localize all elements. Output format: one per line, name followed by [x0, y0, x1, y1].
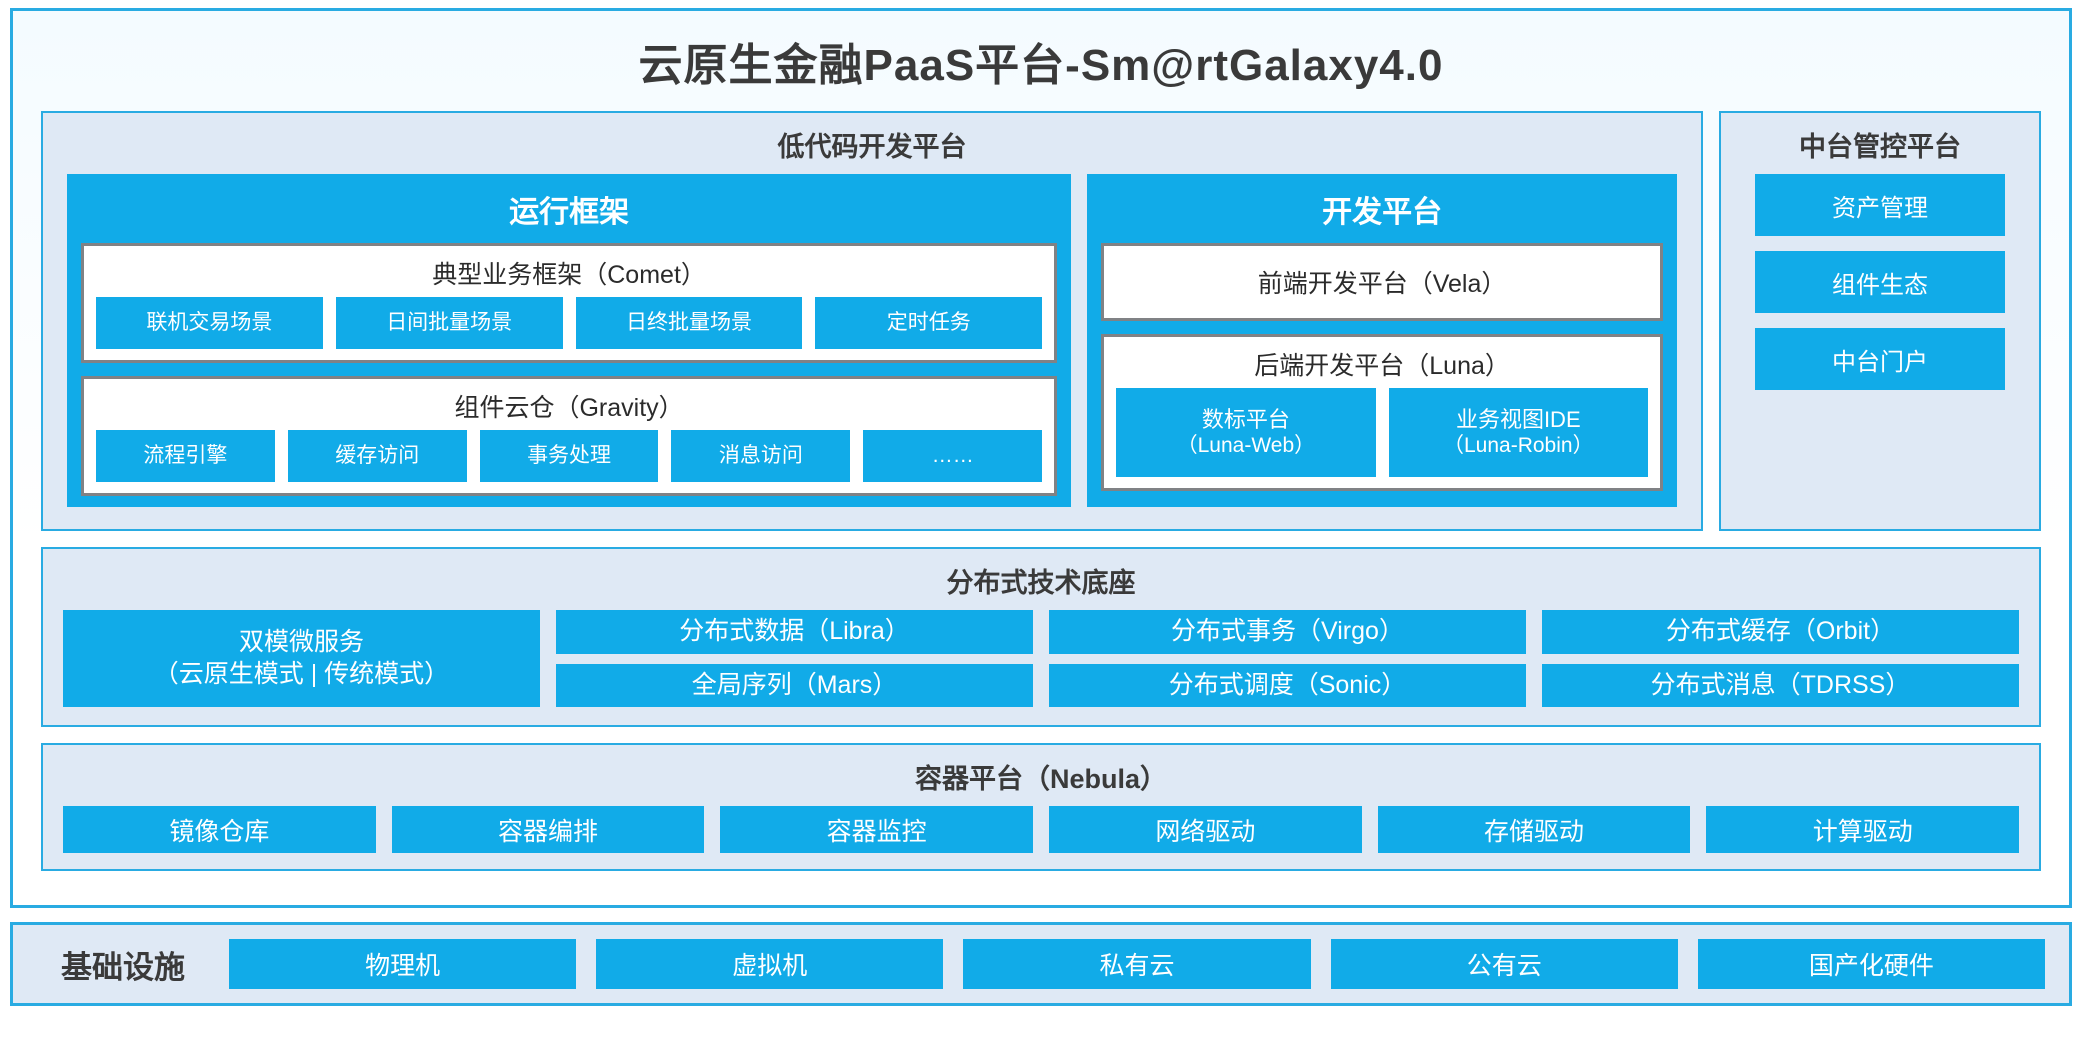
runtime-framework-body: 典型业务框架（Comet） 联机交易场景 日间批量场景 日终批量场景 定时任务 …: [81, 243, 1058, 496]
midoffice-platform-title: 中台管控平台: [1799, 132, 1961, 162]
dist-chip[interactable]: 分布式调度（Sonic）: [1049, 663, 1526, 707]
luna-chip-code: （Luna-Robin）: [1442, 434, 1594, 458]
comet-chip[interactable]: 日终批量场景: [575, 297, 803, 349]
gravity-chip[interactable]: 流程引擎: [96, 430, 275, 482]
midoffice-chip[interactable]: 资产管理: [1755, 174, 2005, 236]
distributed-col-microservice: 双模微服务 （云原生模式 | 传统模式）: [63, 610, 540, 707]
page-title: 云原生金融PaaS平台-Sm@rtGalaxy4.0: [638, 41, 1444, 90]
development-platform-body: 前端开发平台（Vela） 后端开发平台（Luna） 数标平台 （Luna-Web…: [1101, 243, 1663, 491]
luna-chip[interactable]: 数标平台 （Luna-Web）: [1116, 388, 1376, 477]
container-chip[interactable]: 存储驱动: [1377, 806, 1691, 853]
lowcode-platform-title: 低代码开发平台: [777, 132, 967, 162]
comet-chip[interactable]: 定时任务: [815, 297, 1043, 349]
luna-chip-name: 数标平台: [1201, 406, 1290, 432]
luna-chip-row: 数标平台 （Luna-Web） 业务视图IDE （Luna-Robin）: [1104, 388, 1660, 488]
gravity-group-title: 组件云仓（Gravity）: [454, 394, 684, 422]
infrastructure-chip[interactable]: 国产化硬件: [1697, 939, 2046, 989]
container-chip[interactable]: 计算驱动: [1706, 806, 2020, 853]
dist-chip[interactable]: 分布式数据（Libra）: [556, 610, 1033, 654]
distributed-col-4: 分布式缓存（Orbit） 分布式消息（TDRSS）: [1542, 610, 2019, 707]
dist-chip-line2: （云原生模式 | 传统模式）: [153, 659, 450, 688]
runtime-framework-card: 运行框架 典型业务框架（Comet） 联机交易场景 日间批量场景 日终批量场景 …: [67, 174, 1072, 507]
infrastructure-chip[interactable]: 私有云: [963, 939, 1311, 989]
development-platform-title: 开发平台: [1322, 196, 1443, 229]
gravity-chip-row: 流程引擎 缓存访问 事务处理 消息访问 ……: [84, 430, 1054, 493]
luna-chip-code: （Luna-Web）: [1176, 434, 1316, 458]
dist-chip-microservice[interactable]: 双模微服务 （云原生模式 | 传统模式）: [63, 610, 540, 707]
dist-chip[interactable]: 分布式事务（Virgo）: [1049, 610, 1526, 654]
container-platform-panel: 容器平台（Nebula） 镜像仓库 容器编排 容器监控 网络驱动 存储驱动 计算…: [41, 743, 2041, 871]
infrastructure-chip[interactable]: 物理机: [229, 939, 577, 989]
luna-group-title: 后端开发平台（Luna）: [1254, 352, 1510, 380]
vela-group-title: 前端开发平台（Vela）: [1257, 270, 1507, 298]
midoffice-platform-body: 资产管理 组件生态 中台门户: [1721, 174, 2039, 529]
infrastructure-chip[interactable]: 公有云: [1330, 939, 1678, 989]
distributed-col-2: 分布式数据（Libra） 全局序列（Mars）: [556, 610, 1033, 707]
comet-group-title: 典型业务框架（Comet）: [432, 261, 706, 289]
infrastructure-label: 基础设施: [61, 949, 185, 985]
luna-chip[interactable]: 业务视图IDE （Luna-Robin）: [1388, 388, 1648, 477]
lowcode-platform-panel: 低代码开发平台 运行框架 典型业务框架（Comet） 联机交易场景 日间批量场景: [41, 111, 1703, 531]
main-architecture-frame: 云原生金融PaaS平台-Sm@rtGalaxy4.0 低代码开发平台 运行框架 …: [10, 8, 2072, 908]
comet-chip[interactable]: 联机交易场景: [96, 297, 323, 349]
infrastructure-chip[interactable]: 虚拟机: [596, 939, 944, 989]
distributed-base-body: 双模微服务 （云原生模式 | 传统模式） 分布式数据（Libra） 全局序列（M…: [43, 610, 2039, 725]
midoffice-platform-panel: 中台管控平台 资产管理 组件生态 中台门户: [1719, 111, 2041, 531]
vela-group: 前端开发平台（Vela）: [1101, 243, 1663, 321]
gravity-chip-more[interactable]: ……: [863, 430, 1043, 482]
midoffice-chip[interactable]: 中台门户: [1755, 328, 2005, 390]
luna-group: 后端开发平台（Luna） 数标平台 （Luna-Web）: [1101, 334, 1663, 491]
container-chip[interactable]: 容器编排: [391, 806, 705, 853]
dist-chip-line1: 双模微服务: [238, 628, 364, 657]
top-row: 低代码开发平台 运行框架 典型业务框架（Comet） 联机交易场景 日间批量场景: [41, 111, 2041, 531]
gravity-group: 组件云仓（Gravity） 流程引擎 缓存访问 事务处理 消息访问 ……: [81, 376, 1058, 496]
development-platform-card: 开发平台 前端开发平台（Vela） 后端开发平台（Luna）: [1087, 174, 1677, 507]
dist-chip[interactable]: 全局序列（Mars）: [556, 663, 1033, 707]
distributed-col-3: 分布式事务（Virgo） 分布式调度（Sonic）: [1049, 610, 1526, 707]
luna-chip-name: 业务视图IDE: [1455, 406, 1581, 432]
midoffice-chip[interactable]: 组件生态: [1755, 251, 2005, 313]
infrastructure-panel: 基础设施 物理机 虚拟机 私有云 公有云 国产化硬件: [10, 922, 2072, 1006]
distributed-base-panel: 分布式技术底座 双模微服务 （云原生模式 | 传统模式） 分布式数据（Libra…: [41, 547, 2041, 727]
gravity-chip[interactable]: 消息访问: [671, 430, 851, 482]
container-chip[interactable]: 容器监控: [720, 806, 1034, 853]
gravity-chip[interactable]: 事务处理: [479, 430, 659, 482]
dist-chip[interactable]: 分布式缓存（Orbit）: [1542, 610, 2019, 654]
dist-chip[interactable]: 分布式消息（TDRSS）: [1542, 663, 2019, 707]
comet-chip[interactable]: 日间批量场景: [335, 297, 563, 349]
distributed-base-title: 分布式技术底座: [946, 568, 1136, 598]
comet-chip-row: 联机交易场景 日间批量场景 日终批量场景 定时任务: [84, 297, 1054, 360]
container-chip[interactable]: 网络驱动: [1049, 806, 1362, 853]
container-platform-body: 镜像仓库 容器编排 容器监控 网络驱动 存储驱动 计算驱动: [43, 806, 2039, 869]
gravity-chip[interactable]: 缓存访问: [287, 430, 467, 482]
runtime-framework-title: 运行框架: [509, 196, 630, 229]
lowcode-platform-body: 运行框架 典型业务框架（Comet） 联机交易场景 日间批量场景 日终批量场景 …: [43, 174, 1701, 529]
container-chip[interactable]: 镜像仓库: [63, 806, 376, 853]
comet-group: 典型业务框架（Comet） 联机交易场景 日间批量场景 日终批量场景 定时任务: [81, 243, 1058, 363]
container-platform-title: 容器平台（Nebula）: [914, 764, 1168, 794]
